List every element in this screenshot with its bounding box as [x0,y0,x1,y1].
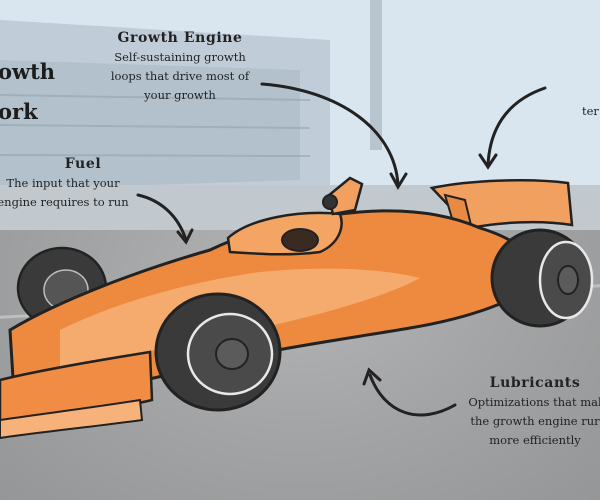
growth-engine-arrow [260,82,400,187]
fuel-line-1: The input that your [6,176,120,190]
lubricants-heading: Lubricants [489,375,581,391]
fuel-arrowhead [176,228,194,245]
growth-engine-arrowhead [389,172,408,191]
growth-engine-line-3: your growth [144,88,216,102]
growth-engine-line-1: Self-sustaining growth [114,50,246,64]
lubricants-arrowhead [362,367,382,386]
lubricants-label: Lubricants Optimizations that mal the gr… [455,375,600,450]
fuel-heading: Fuel [64,156,102,172]
fuel-label: Fuel The input that your engine requires… [0,156,138,212]
title-line-1: owth [0,59,56,84]
fuel-line-2: engine requires to run [0,195,129,209]
lubricants-line-3: more efficiently [489,433,581,447]
lubricants-arrow [368,373,457,417]
fuel-arrow [136,193,188,242]
growth-engine-heading: Growth Engine [117,30,243,46]
growth-engine-line-2: loops that drive most of [110,69,250,83]
diagram-title: owth ork [0,52,55,132]
title-line-2: ork [0,99,38,124]
right-fragment-label: ter [582,104,599,118]
top-right-arrow [486,86,547,167]
lubricants-line-2: the growth engine rur [470,414,600,428]
lubricants-line-1: Optimizations that mal [468,395,600,409]
growth-engine-label: Growth Engine Self-sustaining growth loo… [100,30,260,105]
top-right-arrowhead [478,153,498,170]
